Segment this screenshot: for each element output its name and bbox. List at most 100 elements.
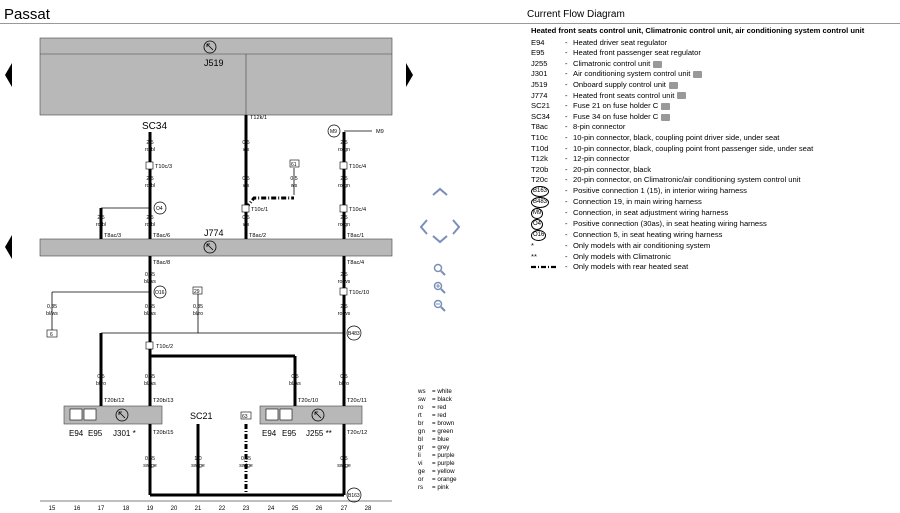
color-key-item: gn= green	[418, 428, 457, 436]
color-code: gn	[418, 428, 425, 435]
connection-symbol-icon: M9	[531, 207, 544, 219]
wire-size-label: 2,5	[146, 176, 153, 182]
color-equals: =	[432, 428, 438, 435]
legend-separator: -	[565, 143, 568, 153]
color-equals: =	[432, 460, 438, 467]
camera-icon[interactable]	[693, 71, 703, 79]
zoom-reset-icon[interactable]	[433, 263, 446, 276]
color-key-item: ws= white	[418, 388, 457, 396]
legend-item: T12k-12-pin connector	[531, 154, 864, 165]
connector-label: T20b/15	[153, 430, 174, 436]
color-name: pink	[437, 484, 449, 491]
color-name: red	[437, 404, 447, 411]
camera-icon[interactable]	[677, 92, 687, 100]
column-number: 25	[292, 506, 299, 512]
color-name: black	[437, 396, 452, 403]
legend-description: Connection, in seat adjustment wiring ha…	[573, 208, 729, 218]
wire-color-label: ws	[243, 222, 250, 228]
wire-size-label: 0,5	[340, 456, 347, 462]
legend-separator: -	[565, 230, 568, 240]
connector-label: T10c/4	[349, 207, 366, 213]
color-name: blue	[437, 436, 450, 443]
column-numbers: 15 16 17 18 19 20 21 22 23 24 25 26 27 2…	[49, 506, 372, 512]
wire-size-label: 0,5	[242, 176, 249, 182]
connector-label: T20b/12	[104, 398, 125, 404]
legend-description: 12-pin connector	[573, 154, 630, 164]
color-equals: =	[432, 444, 438, 451]
legend-description: Only models with rear heated seat	[573, 262, 689, 272]
color-code: vi	[418, 460, 423, 467]
legend-code: T20b	[531, 164, 549, 174]
wire-size-label: 0,5	[242, 140, 249, 146]
pan-left-icon[interactable]	[419, 219, 428, 235]
column-number: 17	[98, 506, 105, 512]
pan-right-icon[interactable]	[452, 219, 461, 235]
prev-page-arrow-icon[interactable]	[5, 63, 12, 87]
color-equals: =	[432, 484, 438, 491]
color-name: grey	[437, 444, 450, 451]
prev-section-arrow-icon[interactable]	[5, 235, 12, 259]
color-name: purple	[437, 460, 455, 467]
legend: Heated front seats control unit, Climatr…	[531, 26, 864, 273]
connector-label: T20c/12	[347, 430, 367, 436]
color-key-item: br= brown	[418, 420, 457, 428]
legend-separator: -	[565, 58, 568, 68]
label-e95b: E95	[282, 429, 297, 438]
legend-code: T8ac	[531, 122, 548, 132]
camera-icon[interactable]	[661, 113, 671, 121]
connector-label: T10c/2	[156, 344, 173, 350]
color-key-item: bl= blue	[418, 436, 457, 444]
next-page-arrow-icon[interactable]	[406, 63, 413, 87]
connector-pins	[46, 159, 348, 420]
connector-label: T10c/1	[251, 207, 268, 213]
column-number: 23	[243, 506, 250, 512]
legend-description: Only models with air conditioning system	[573, 240, 711, 250]
wire-set	[99, 115, 346, 497]
color-key-item: ge= yellow	[418, 468, 457, 476]
legend-code: SC21	[531, 101, 550, 111]
legend-description: 10-pin connector, black, coupling point …	[573, 132, 780, 142]
legend-code: SC34	[531, 111, 550, 121]
wire-size-label: 2,5	[340, 140, 347, 146]
pan-up-icon[interactable]	[432, 187, 448, 196]
wire-size-label: 0,35	[145, 456, 155, 462]
camera-icon[interactable]	[653, 60, 663, 68]
color-code: br	[418, 420, 424, 427]
legend-separator: -	[565, 154, 568, 164]
wire-size-label: 0,35	[145, 304, 155, 310]
wire-size-label: 0,35	[47, 304, 57, 310]
wire-color-label: ro/ws	[338, 279, 351, 285]
legend-code: E95	[531, 48, 545, 58]
diagram-subtitle: Current Flow Diagram	[527, 9, 625, 20]
pan-down-icon[interactable]	[432, 235, 448, 244]
connector-label: 29	[194, 289, 200, 295]
legend-separator: -	[565, 262, 568, 272]
wire-color-label: bl/ro	[193, 311, 203, 317]
camera-icon[interactable]	[668, 81, 678, 89]
color-key-item: sw= black	[418, 396, 457, 404]
wire-color-label: ro/gn	[338, 183, 350, 189]
legend-separator: -	[565, 122, 568, 132]
legend-item: M9-Connection, in seat adjustment wiring…	[531, 207, 864, 219]
connection-symbol-icon: O16	[531, 229, 547, 241]
column-number: 15	[49, 506, 56, 512]
connection-symbol-icon: O4	[531, 218, 544, 230]
wire-color-label: bl/ws	[46, 311, 58, 317]
color-code: ro	[418, 404, 424, 411]
ecu-symbol-icon	[203, 40, 217, 54]
connector-label: M9	[330, 129, 337, 135]
color-equals: =	[432, 476, 438, 483]
legend-code: J301	[531, 69, 548, 79]
color-name: yellow	[437, 468, 455, 475]
connector-label: T8ac/8	[153, 260, 170, 266]
label-sc21: SC21	[190, 411, 213, 421]
wire-color-label: ro/bl	[145, 183, 155, 189]
legend-code: M9	[531, 207, 565, 219]
connection-symbol-icon: B163	[531, 185, 550, 197]
camera-icon[interactable]	[661, 102, 671, 110]
wire-color-label: sw/ge	[143, 463, 157, 469]
legend-item: J255-Climatronic control unit	[531, 59, 864, 70]
seat-heater-icon	[69, 408, 97, 421]
zoom-out-icon[interactable]	[433, 299, 446, 312]
zoom-in-icon[interactable]	[433, 281, 446, 294]
